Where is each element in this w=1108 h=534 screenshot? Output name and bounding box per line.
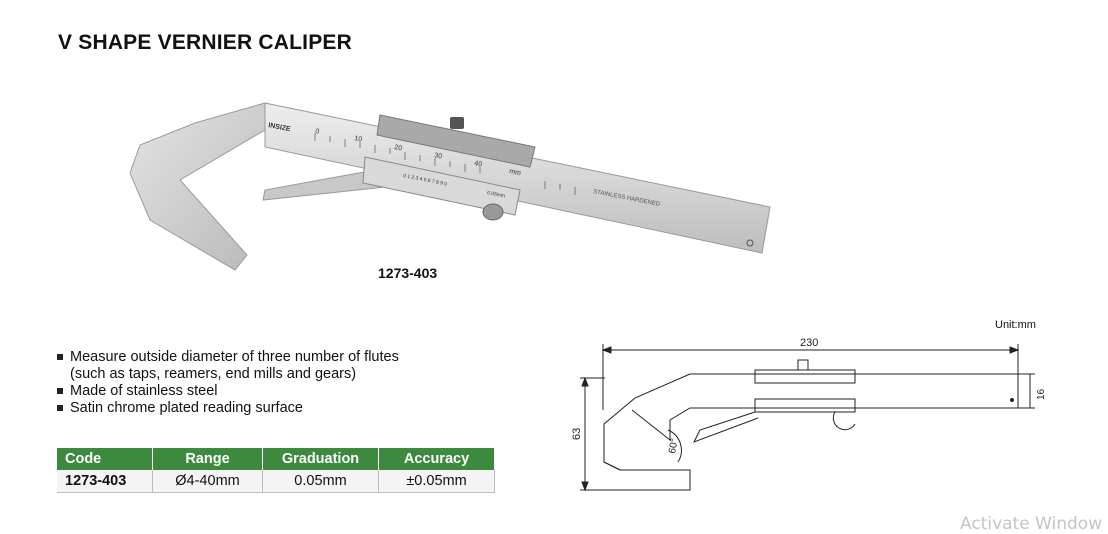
fixed-jaw xyxy=(129,102,271,271)
page-title: V SHAPE VERNIER CALIPER xyxy=(58,31,352,54)
main-beam xyxy=(264,102,771,254)
dim-length: 230 xyxy=(800,337,818,349)
bullet-icon xyxy=(57,405,63,411)
feature-text: Made of stainless steel xyxy=(70,383,218,399)
scale-label-40: 40 xyxy=(474,160,483,168)
feature-text: Measure outside diameter of three number… xyxy=(70,349,399,365)
scale-label-20: 20 xyxy=(394,144,403,152)
scale-label-0: 0 xyxy=(315,128,320,136)
beam-hole xyxy=(746,239,754,247)
spec-header-row: Code Range Graduation Accuracy xyxy=(57,448,495,470)
cell-graduation: 0.05mm xyxy=(262,470,379,493)
drawing-beam xyxy=(690,373,1019,409)
dim-height: 63 xyxy=(571,428,583,440)
thumb-screw xyxy=(450,117,464,129)
cell-range: Ø4-40mm xyxy=(152,470,263,493)
model-label: 1273-403 xyxy=(378,265,438,281)
feature-item: Made of stainless steel xyxy=(57,383,399,400)
feature-item: Satin chrome plated reading surface xyxy=(57,400,399,417)
scale-label-10: 10 xyxy=(354,135,363,143)
table-row: 1273-403 Ø4-40mm 0.05mm ±0.05mm xyxy=(57,470,495,493)
header-accuracy: Accuracy xyxy=(378,448,495,470)
slider-body xyxy=(362,156,521,216)
unit-label: Unit:mm xyxy=(995,319,1036,331)
bullet-icon xyxy=(57,388,63,394)
vernier-resolution: 0.05mm xyxy=(487,190,506,199)
activation-watermark: Activate Window xyxy=(960,514,1103,534)
feature-list: Measure outside diameter of three number… xyxy=(57,349,399,417)
dim-beam-width: 16 xyxy=(1036,388,1047,400)
scale-label-30: 30 xyxy=(434,152,443,160)
drawing-slider xyxy=(754,369,856,384)
caliper-photo: INSIZE 0 10 20 30 40 mm 0 1 2 3 4 5 6 7 … xyxy=(129,102,771,271)
scale-label-mm: mm xyxy=(509,168,522,177)
feature-item: Measure outside diameter of three number… xyxy=(57,349,399,366)
header-graduation: Graduation xyxy=(262,448,379,470)
cell-code: 1273-403 xyxy=(57,470,153,493)
feature-text: (such as taps, reamers, end mills and ge… xyxy=(70,366,357,382)
feature-text: Satin chrome plated reading surface xyxy=(70,400,303,416)
header-code: Code xyxy=(57,448,153,470)
dim-angle: 60° xyxy=(667,438,680,455)
technical-drawing: 230 63 16 60° xyxy=(571,337,1047,492)
thumb-wheel xyxy=(482,203,504,221)
feature-item: (such as taps, reamers, end mills and ge… xyxy=(57,366,399,383)
cell-accuracy: ±0.05mm xyxy=(378,470,495,493)
spec-table: Code Range Graduation Accuracy 1273-403 … xyxy=(57,448,495,493)
header-range: Range xyxy=(152,448,263,470)
bullet-icon xyxy=(57,354,63,360)
slider-top-bar xyxy=(376,114,536,168)
brand-logo: INSIZE xyxy=(268,122,292,133)
